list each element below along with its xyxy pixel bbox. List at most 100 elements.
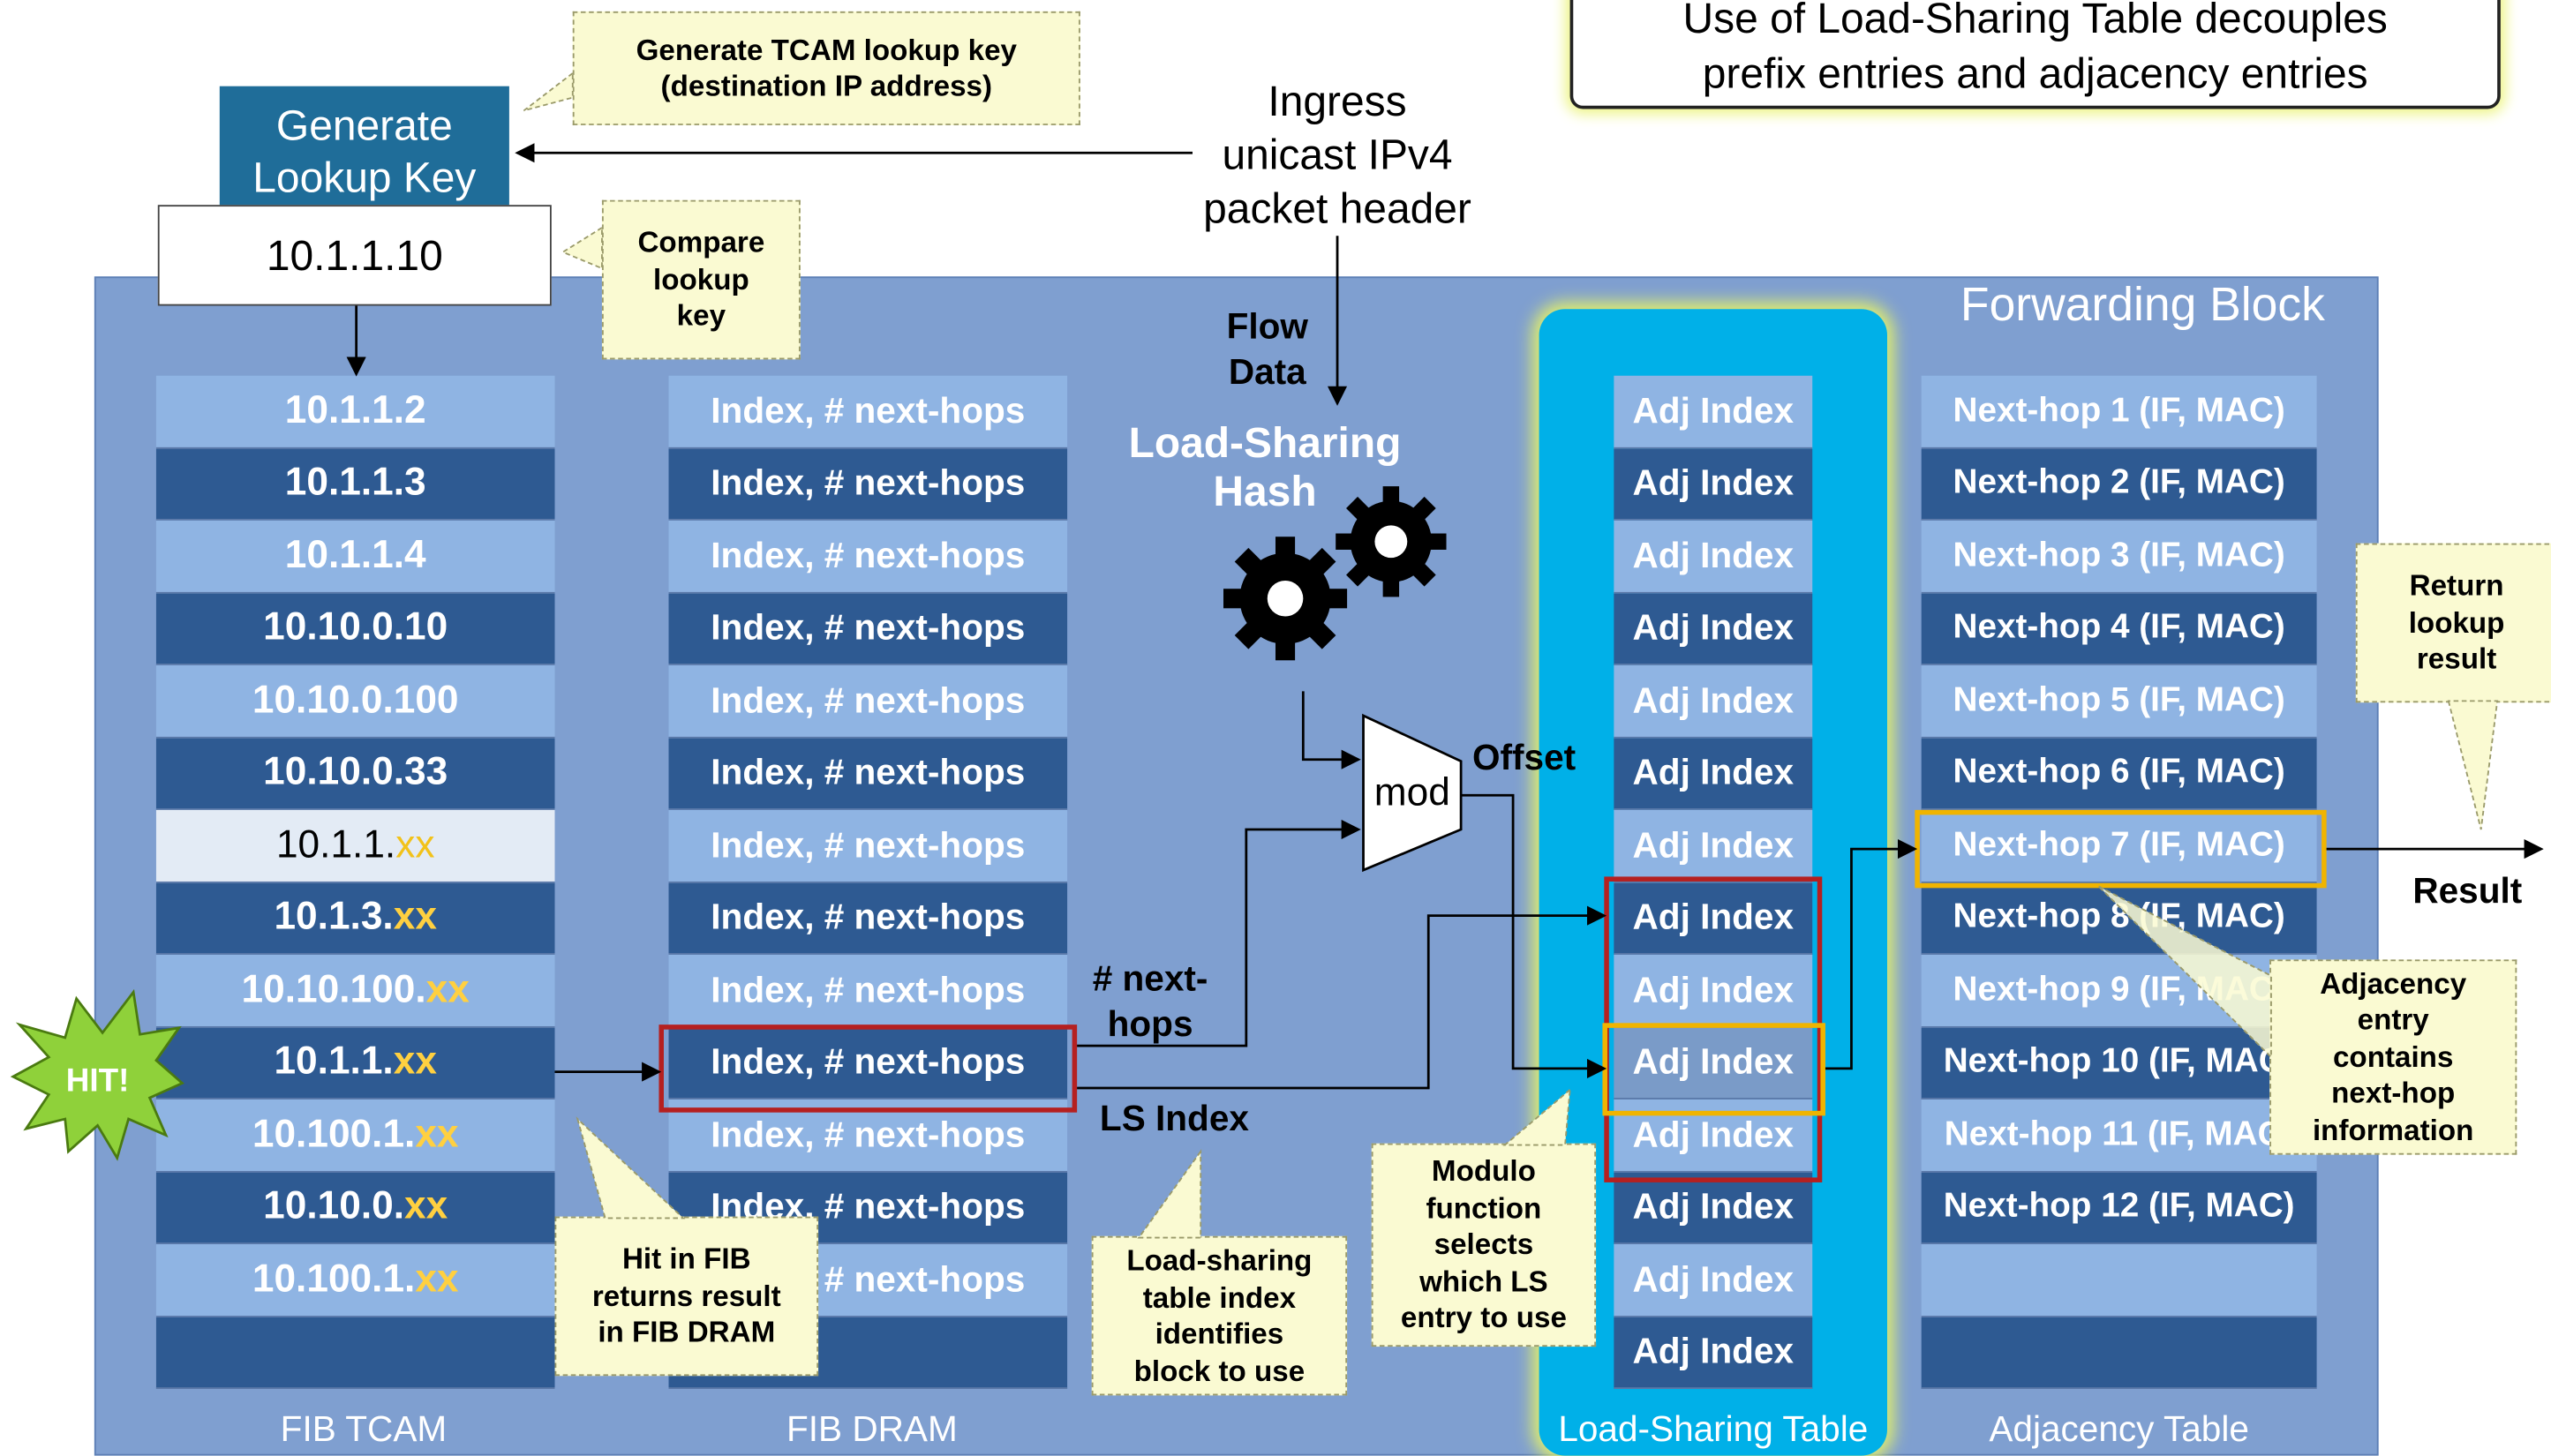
ls-table-row: Adj Index [1614, 1026, 1813, 1100]
adjacency-table-row: Next-hop 7 (IF, MAC) [1921, 809, 2317, 882]
fib-dram-row: Index, # next-hops [668, 375, 1068, 448]
ls-index-label: LS Index [1099, 1098, 1249, 1139]
fib-tcam-row: 10.1.3.xx [155, 882, 555, 955]
tcam-prefix: 10.10.0.10 [263, 605, 448, 649]
callout-generate-tail [523, 71, 574, 112]
adjacency-table-row [1921, 1316, 2317, 1390]
load-sharing-table-label: Load-Sharing Table [1558, 1408, 1869, 1450]
offset-label: Offset [1472, 736, 1577, 778]
ls-table-row: Adj Index [1614, 882, 1813, 955]
tcam-prefix: 10.10.0.33 [263, 750, 448, 794]
tcam-wildcard: xx [393, 895, 437, 939]
adjacency-table-row: Next-hop 6 (IF, MAC) [1921, 737, 2317, 810]
result-label: Result [2412, 870, 2523, 912]
tcam-wildcard: xx [415, 1112, 459, 1156]
callout-return-tail [2447, 700, 2499, 830]
mod-label: mod [1373, 770, 1450, 815]
arrow-nexthops-to-mod [1077, 819, 1361, 1047]
fib-dram-row: Index, # next-hops [668, 520, 1068, 593]
fib-tcam-row: 10.10.0.xx [155, 1171, 555, 1244]
fib-dram-row: Index, # next-hops [668, 809, 1068, 882]
fib-dram-row: Index, # next-hops [668, 882, 1068, 955]
callout-adjacency-entry: Adjacency entry contains next-hop inform… [2269, 959, 2517, 1155]
tcam-prefix: 10.1.1. [274, 1039, 394, 1084]
generate-key-label: Generate Lookup Key [252, 100, 477, 202]
fib-tcam-row: 10.1.1.3 [155, 447, 555, 521]
tcam-wildcard: xx [395, 822, 435, 867]
generate-key-box: Generate Lookup Key [219, 86, 509, 217]
header-box: Use of Load-Sharing Table decouples pref… [1569, 0, 2501, 109]
fib-tcam-label: FIB TCAM [280, 1408, 448, 1450]
tcam-wildcard: xx [404, 1184, 448, 1229]
fib-dram-label: FIB DRAM [786, 1408, 958, 1450]
ls-table-row: Adj Index [1614, 592, 1813, 665]
fib-dram-row: Index, # next-hops [668, 737, 1068, 810]
fib-tcam-row: 10.1.1.4 [155, 520, 555, 593]
tcam-prefix: 10.100.1. [252, 1257, 416, 1302]
gear-icon-small [1336, 486, 1447, 597]
ls-table-row: Adj Index [1614, 737, 1813, 810]
gear-icon [1223, 537, 1348, 661]
adjacency-table-row: Next-hop 11 (IF, MAC) [1921, 1099, 2317, 1172]
adjacency-table-label: Adjacency Table [1989, 1408, 2249, 1450]
hit-burst-icon [10, 988, 184, 1161]
ls-table-row: Adj Index [1614, 664, 1813, 738]
fib-dram-row: Index, # next-hops [668, 592, 1068, 665]
ls-table-row: Adj Index [1614, 1243, 1813, 1317]
callout-ls-index-text: Load-sharing table index identifies bloc… [1126, 1243, 1313, 1387]
tcam-prefix: 10.100.1. [252, 1112, 416, 1156]
tcam-prefix: 10.10.100. [241, 967, 426, 1011]
fib-tcam-row [155, 1316, 555, 1390]
fib-tcam-row: 10.100.1.xx [155, 1243, 555, 1317]
lookup-key-box: 10.1.1.10 [157, 205, 552, 306]
arrow-mod-to-lstable [1461, 793, 1607, 1078]
callout-modulo-text: Modulo function selects which LS entry t… [1400, 1155, 1567, 1334]
adjacency-table-row: Next-hop 12 (IF, MAC) [1921, 1171, 2317, 1244]
callout-adjacency-text: Adjacency entry contains next-hop inform… [2312, 967, 2474, 1146]
fib-tcam-row: 10.10.100.xx [155, 954, 555, 1027]
tcam-prefix: 10.1.1.3 [284, 461, 426, 505]
adjacency-table-row: Next-hop 8 (IF, MAC) [1921, 882, 2317, 955]
fib-tcam-row: 10.100.1.xx [155, 1099, 555, 1172]
fib-tcam-row: 10.10.0.10 [155, 592, 555, 665]
callout-modulo: Modulo function selects which LS entry t… [1371, 1143, 1597, 1347]
callout-compare-tail [561, 226, 603, 270]
adjacency-table-row: Next-hop 3 (IF, MAC) [1921, 520, 2317, 593]
hit-label: HIT! [66, 1062, 130, 1099]
callout-generate-key: Generate TCAM lookup key (destination IP… [572, 11, 1080, 125]
tcam-prefix: 10.1.1.4 [284, 533, 426, 577]
tcam-wildcard: xx [393, 1039, 437, 1084]
ls-table-row: Adj Index [1614, 809, 1813, 882]
callout-hit-tail [576, 1116, 686, 1220]
arrow-lsindex-to-lstable [1077, 905, 1607, 1090]
tcam-prefix: 10.1.1.2 [284, 388, 426, 432]
tcam-prefix: 10.1.3. [274, 895, 394, 939]
callout-generate-text: Generate TCAM lookup key (destination IP… [636, 33, 1017, 103]
tcam-wildcard: xx [425, 967, 470, 1011]
fib-dram-row: Index, # next-hops [668, 954, 1068, 1027]
fib-dram-row: Index, # next-hops [668, 664, 1068, 738]
tcam-prefix: 10.1.1. [275, 822, 396, 867]
forwarding-block-title: Forwarding Block [1960, 280, 2325, 332]
next-hops-label: # next- hops [1092, 957, 1208, 1044]
callout-modulo-tail [1502, 1087, 1571, 1146]
callout-return-result: Return lookup result [2355, 543, 2551, 703]
ls-table-row: Adj Index [1614, 520, 1813, 593]
arrow-lstable-to-adjacency [1825, 839, 1918, 1070]
load-sharing-hash-label: Load-Sharing Hash [1128, 417, 1402, 516]
lookup-key-value: 10.1.1.10 [266, 229, 443, 280]
adjacency-table-row: Next-hop 1 (IF, MAC) [1921, 375, 2317, 448]
tcam-prefix: 10.10.0.100 [252, 678, 459, 722]
fib-tcam-row: 10.10.0.100 [155, 664, 555, 738]
fib-tcam-row: 10.10.0.33 [155, 737, 555, 810]
ls-table-row: Adj Index [1614, 1171, 1813, 1244]
fib-tcam-row: 10.1.1.xx [155, 809, 555, 882]
callout-compare-text: Compare lookup key [637, 226, 765, 333]
adjacency-table-row: Next-hop 10 (IF, MAC) [1921, 1026, 2317, 1100]
fib-tcam-row: 10.1.1.2 [155, 375, 555, 448]
ls-table-row: Adj Index [1614, 1316, 1813, 1390]
callout-ls-index: Load-sharing table index identifies bloc… [1091, 1235, 1348, 1396]
ingress-label: Ingress unicast IPv4 packet header [1203, 76, 1471, 233]
